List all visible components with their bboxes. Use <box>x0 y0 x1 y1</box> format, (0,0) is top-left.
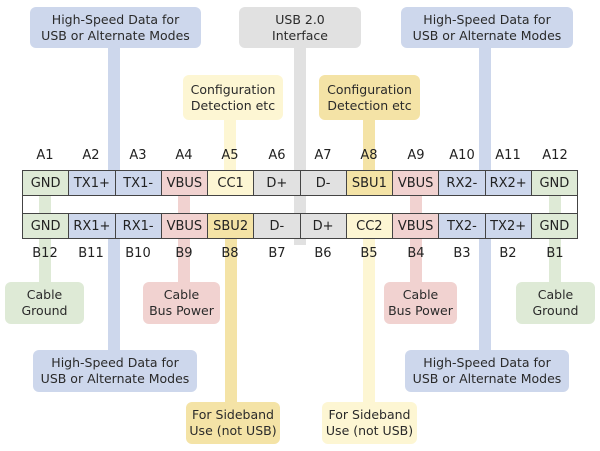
callout-line: For Sideband <box>192 407 274 422</box>
pin-b9: VBUS <box>161 214 208 238</box>
pin-label-b1: B1 <box>546 246 564 261</box>
callout-high-speed-top-left: High-Speed Data for USB or Alternate Mod… <box>30 7 201 48</box>
callout-line: High-Speed Data for <box>423 11 551 27</box>
callout-line: USB or Alternate Modes <box>40 371 190 386</box>
pin-b2: TX2+ <box>485 214 532 238</box>
connector-line-hs-bottom-right <box>479 235 491 355</box>
pin-b6: D+ <box>300 214 347 238</box>
connector-frame <box>22 195 578 215</box>
pin-b5: CC2 <box>346 214 393 238</box>
callout-line: Use (not USB) <box>325 423 414 438</box>
pin-label-b4: B4 <box>407 246 425 261</box>
callout-bus-power-left: Cable Bus Power <box>143 282 220 324</box>
pin-label-b8: B8 <box>221 246 239 261</box>
callout-line: High-Speed Data for <box>423 355 551 370</box>
callout-line: Bus Power <box>149 303 214 318</box>
pin-b3: TX2- <box>439 214 486 238</box>
pin-label-a5: A5 <box>221 148 239 163</box>
pin-b11: RX1+ <box>69 214 116 238</box>
pin-label-b7: B7 <box>268 246 286 261</box>
callout-high-speed-top-right: High-Speed Data for USB or Alternate Mod… <box>401 7 573 48</box>
connector-line-hs-top-left <box>108 45 120 175</box>
connector-line-sideband-left <box>225 235 237 405</box>
pin-label-a2: A2 <box>82 148 100 163</box>
callout-line: Configuration <box>190 81 276 97</box>
connector-line-config-right <box>363 115 375 175</box>
pin-a8: SBU1 <box>346 171 393 195</box>
pin-label-b5: B5 <box>360 246 378 261</box>
callout-cable-ground-right: Cable Ground <box>516 282 595 324</box>
pin-b1: GND <box>531 214 577 238</box>
pin-a9: VBUS <box>393 171 440 195</box>
callout-line: USB or Alternate Modes <box>412 371 562 386</box>
pin-label-b3: B3 <box>453 246 471 261</box>
pin-label-b12: B12 <box>32 246 58 261</box>
callout-line: Use (not USB) <box>189 423 277 438</box>
pin-a1: GND <box>23 171 70 195</box>
pin-b4: VBUS <box>393 214 440 238</box>
callout-bus-power-right: Cable Bus Power <box>384 282 457 324</box>
callout-line: Configuration <box>327 81 412 97</box>
pin-a2: TX1+ <box>69 171 116 195</box>
pin-label-a3: A3 <box>129 148 147 163</box>
connector-line-sideband-right <box>363 235 375 405</box>
pin-a4: VBUS <box>161 171 208 195</box>
pin-a5: CC1 <box>208 171 255 195</box>
pin-a12: GND <box>531 171 577 195</box>
pin-row-a: GND TX1+ TX1- VBUS CC1 D+ D- SBU1 VBUS R… <box>22 170 578 196</box>
pin-label-b2: B2 <box>499 246 517 261</box>
callout-line: Interface <box>272 27 328 43</box>
callout-high-speed-bottom-right: High-Speed Data for USB or Alternate Mod… <box>405 350 569 392</box>
callout-configuration-right: Configuration Detection etc <box>319 75 420 120</box>
pin-b10: RX1- <box>115 214 162 238</box>
callout-line: Cable <box>26 287 63 302</box>
callout-line: Cable <box>402 287 439 302</box>
callout-configuration-left: Configuration Detection etc <box>183 75 283 120</box>
callout-line: Ground <box>532 303 579 318</box>
pin-label-b6: B6 <box>314 246 332 261</box>
pin-b8: SBU2 <box>208 214 255 238</box>
pin-label-b10: B10 <box>125 246 151 261</box>
pin-b12: GND <box>23 214 70 238</box>
connector-line-hs-top-right <box>479 45 491 175</box>
pin-a10: RX2- <box>439 171 486 195</box>
callout-line: Cable <box>537 287 574 302</box>
pin-label-a12: A12 <box>542 148 568 163</box>
callout-line: Bus Power <box>388 303 453 318</box>
callout-high-speed-bottom-left: High-Speed Data for USB or Alternate Mod… <box>33 350 197 392</box>
callout-line: Detection etc <box>190 97 276 113</box>
callout-line: Ground <box>21 303 68 318</box>
connector-line-config-left <box>224 115 236 175</box>
pin-label-b9: B9 <box>175 246 193 261</box>
callout-line: Detection etc <box>327 97 412 113</box>
callout-sideband-left: For Sideband Use (not USB) <box>186 402 280 444</box>
pin-row-b: GND RX1+ RX1- VBUS SBU2 D- D+ CC2 VBUS T… <box>22 213 578 239</box>
callout-sideband-right: For Sideband Use (not USB) <box>322 402 417 444</box>
pin-label-a6: A6 <box>268 148 286 163</box>
pin-a6: D+ <box>254 171 301 195</box>
callout-usb2-interface: USB 2.0 Interface <box>239 7 361 48</box>
callout-line: USB or Alternate Modes <box>412 27 562 43</box>
pin-a11: RX2+ <box>485 171 532 195</box>
pin-label-a8: A8 <box>360 148 378 163</box>
callout-line: For Sideband <box>328 407 411 422</box>
pin-label-a11: A11 <box>495 148 521 163</box>
pin-label-a10: A10 <box>449 148 475 163</box>
pin-label-a1: A1 <box>36 148 54 163</box>
connector-line-hs-bottom-left <box>108 235 120 355</box>
pin-label-a9: A9 <box>407 148 425 163</box>
callout-line: USB 2.0 <box>275 11 325 27</box>
pin-label-a7: A7 <box>314 148 332 163</box>
callout-line: USB or Alternate Modes <box>41 27 190 43</box>
callout-cable-ground-left: Cable Ground <box>5 282 84 324</box>
callout-line: Cable <box>163 287 200 302</box>
pin-a3: TX1- <box>115 171 162 195</box>
pin-a7: D- <box>300 171 347 195</box>
pin-label-a4: A4 <box>175 148 193 163</box>
pin-label-b11: B11 <box>78 246 104 261</box>
callout-line: High-Speed Data for <box>51 11 180 27</box>
pin-b7: D- <box>254 214 301 238</box>
callout-line: High-Speed Data for <box>51 355 179 370</box>
